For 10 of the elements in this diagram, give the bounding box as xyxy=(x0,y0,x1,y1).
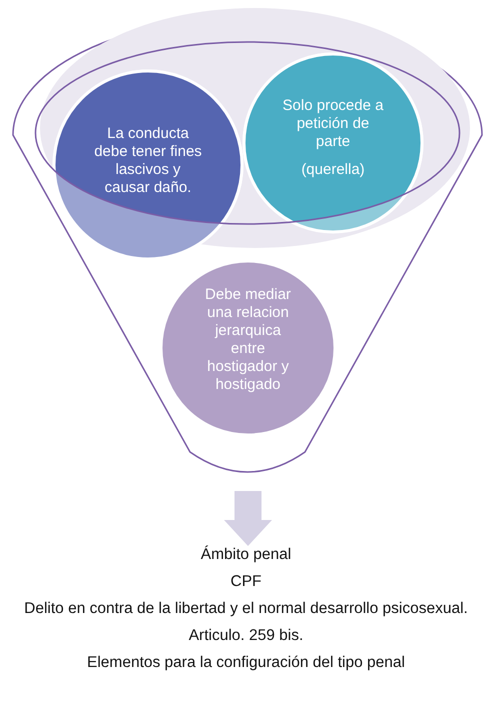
heading-text: Ámbito penal xyxy=(200,546,292,564)
body-text: Articulo. 259 bis. xyxy=(188,627,304,645)
circle-text: La conducta debe tener fines lascivos y causar daño. xyxy=(93,125,203,197)
arrow xyxy=(224,491,272,546)
body-text: Elementos para la configuración del tipo penal xyxy=(86,654,406,672)
circle-text: Debe mediar una relacion jerarquica entre hostigador y hostigado xyxy=(204,286,292,394)
body-text: CPF xyxy=(230,573,262,591)
circle-text: Solo procede a petición de parte xyxy=(282,97,384,151)
circle-text: (querella) xyxy=(300,161,366,179)
body-text: Delito en contra de la libertad y el normal desarrollo psicosexual. xyxy=(23,600,469,618)
